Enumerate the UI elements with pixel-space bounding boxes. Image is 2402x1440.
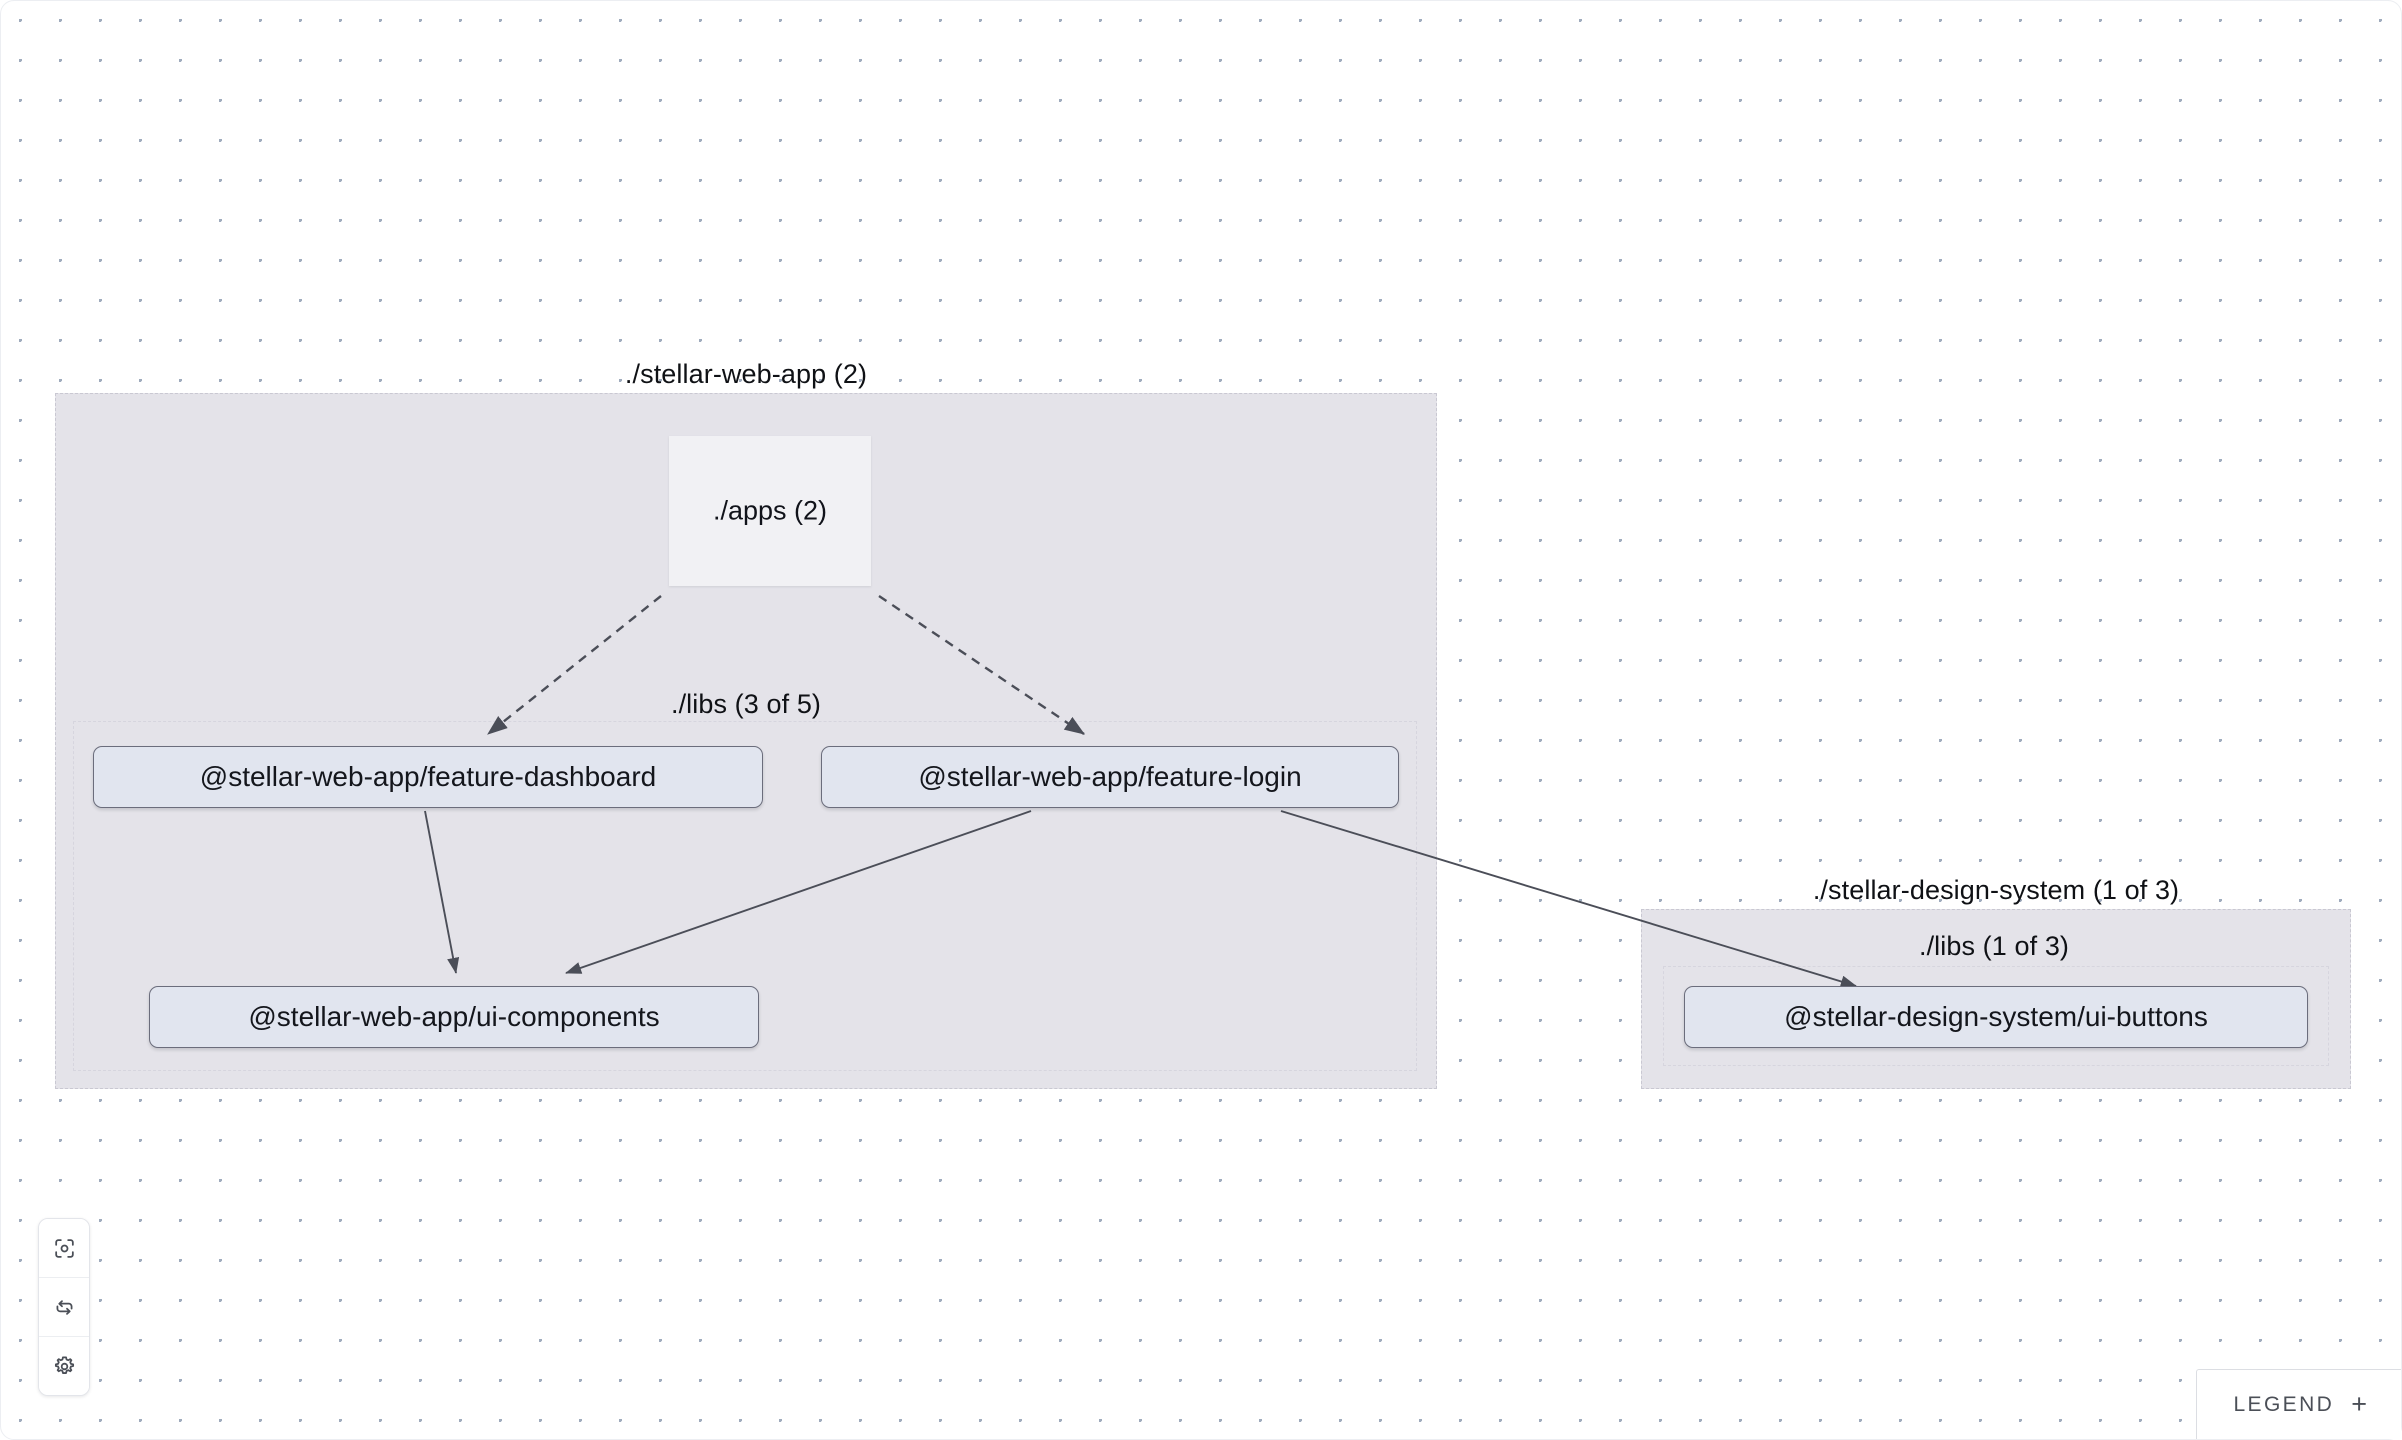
project-node-label: @stellar-design-system/ui-buttons	[1784, 1001, 2208, 1032]
project-node-feature-dashboard[interactable]: @stellar-web-app/feature-dashboard	[93, 746, 763, 808]
group-label-stellar-design-system: ./stellar-design-system (1 of 3)	[1812, 875, 2180, 905]
project-node-label: @stellar-web-app/feature-dashboard	[199, 761, 657, 792]
legend-toggle[interactable]: LEGEND +	[2196, 1369, 2401, 1439]
folder-node-apps[interactable]: ./apps (2)	[669, 436, 871, 586]
group-label-stellar-web-app: ./stellar-web-app (2)	[624, 359, 868, 389]
refresh-graph-button[interactable]	[39, 1277, 89, 1336]
group-label-stellar-design-system-libs: ./libs (1 of 3)	[1918, 931, 2070, 961]
graph-controls	[38, 1218, 90, 1396]
refresh-icon	[52, 1295, 77, 1320]
folder-icon	[669, 436, 871, 586]
focus-graph-button[interactable]	[39, 1219, 89, 1277]
legend-label: LEGEND	[2233, 1393, 2335, 1416]
group-label-stellar-web-app-libs: ./libs (3 of 5)	[670, 689, 822, 719]
project-node-feature-login[interactable]: @stellar-web-app/feature-login	[821, 746, 1399, 808]
project-node-ui-buttons[interactable]: @stellar-design-system/ui-buttons	[1684, 986, 2308, 1048]
focus-target-icon	[52, 1236, 77, 1261]
project-node-label: @stellar-web-app/feature-login	[918, 761, 1302, 792]
gear-icon	[52, 1354, 77, 1379]
folder-node-label: ./apps (2)	[712, 495, 828, 526]
plus-icon: +	[2351, 1389, 2367, 1419]
settings-button[interactable]	[39, 1336, 89, 1395]
project-node-label: @stellar-web-app/ui-components	[248, 1001, 660, 1032]
project-node-ui-components[interactable]: @stellar-web-app/ui-components	[149, 986, 759, 1048]
